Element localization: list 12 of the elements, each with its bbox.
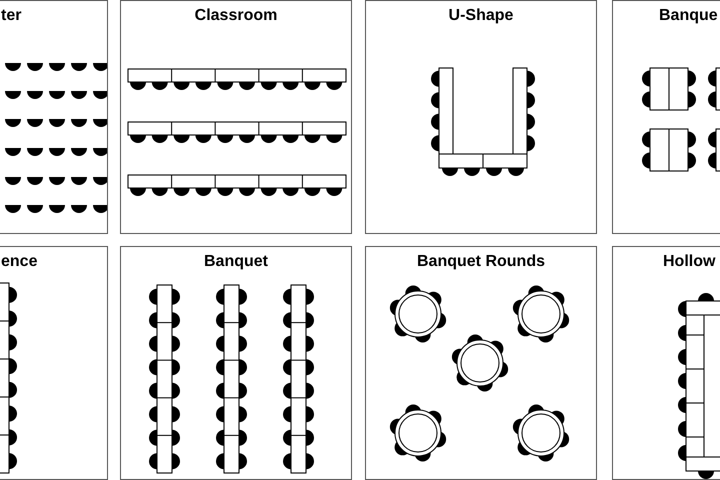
layout-title: Banque xyxy=(659,7,718,25)
layout-title: Classroom xyxy=(194,7,278,25)
layout-panel xyxy=(120,246,352,480)
layout-panel xyxy=(365,0,597,234)
layout-panel xyxy=(365,246,597,480)
layout-title: Hollow xyxy=(663,253,716,271)
layout-panel xyxy=(120,0,352,234)
layout-title: Banquet Rounds xyxy=(416,253,546,271)
layout-title: ter xyxy=(1,7,22,25)
layout-title: ence xyxy=(1,253,38,271)
layout-title: Banquet xyxy=(203,253,269,271)
layout-title: U-Shape xyxy=(448,7,514,25)
